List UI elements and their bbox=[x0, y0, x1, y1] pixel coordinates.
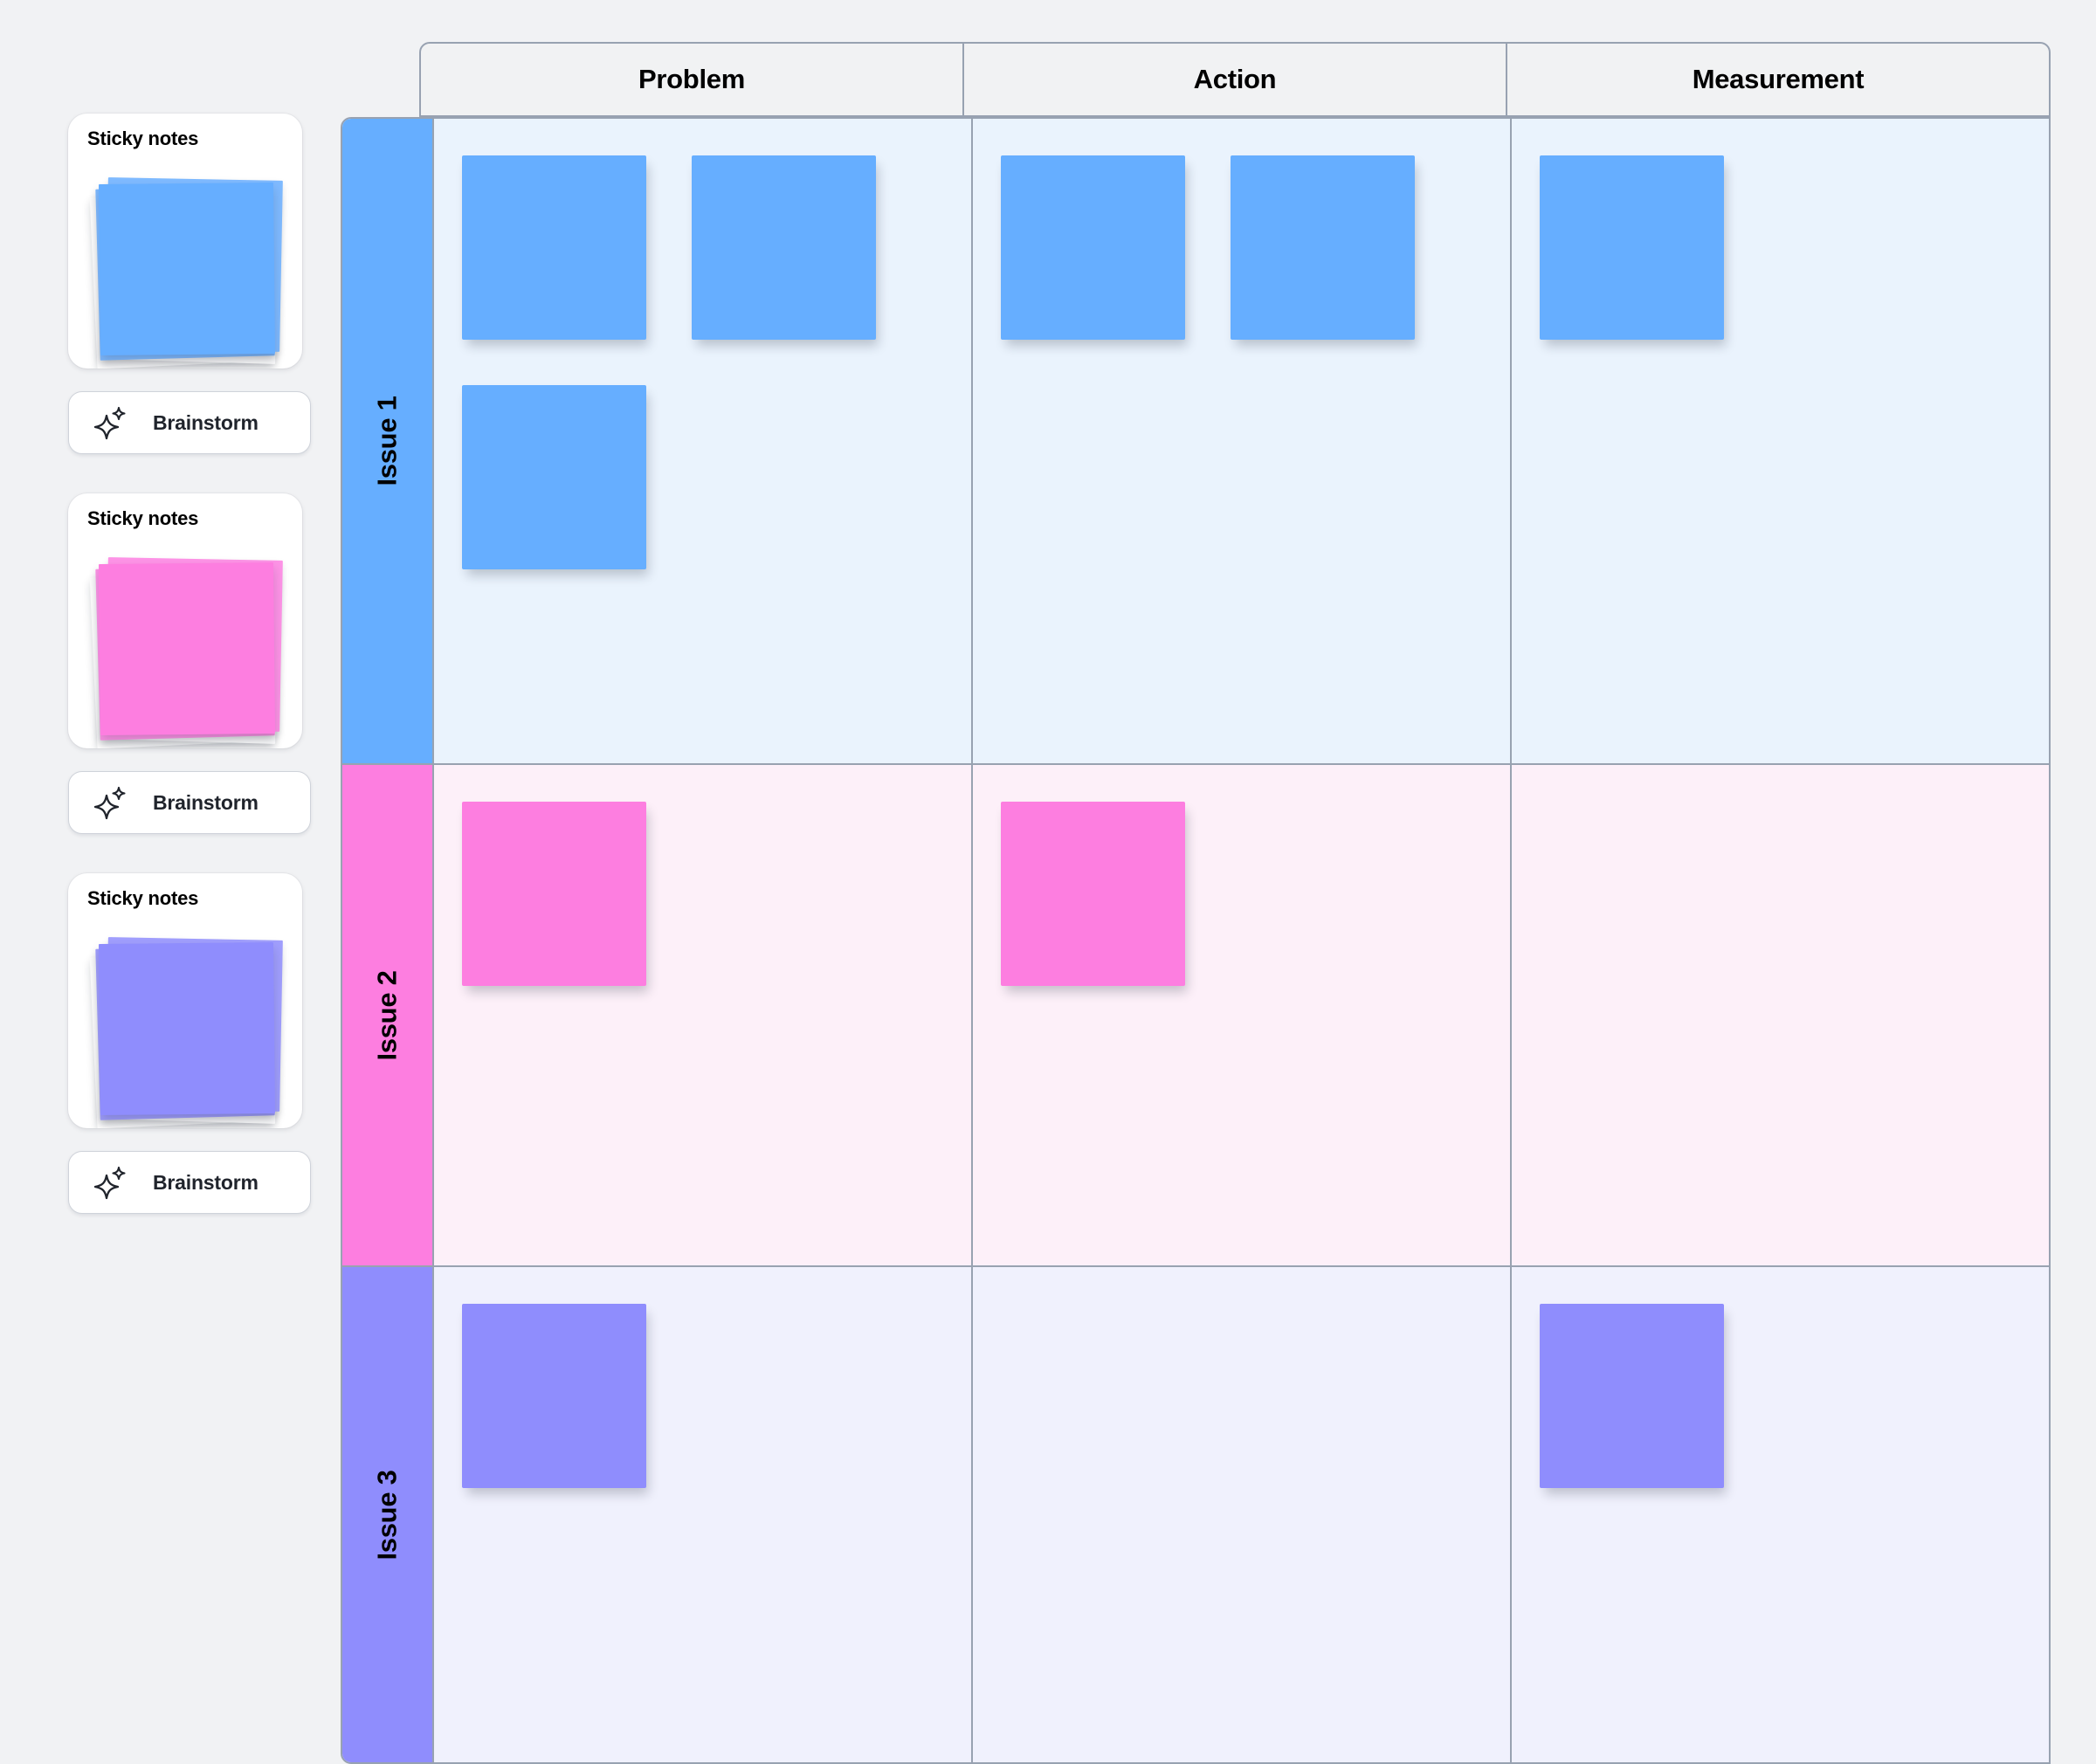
matrix-body: Issue 1 Issue 2 Issue 3 bbox=[341, 117, 2051, 1764]
matrix-column-header-1[interactable]: Problem bbox=[421, 44, 964, 115]
brainstorm-button-label: Brainstorm bbox=[153, 790, 259, 814]
sticky-note-layer-5 bbox=[98, 562, 276, 736]
sticky-notes-card-title: Sticky notes bbox=[87, 887, 199, 909]
sparkle-icon bbox=[93, 405, 128, 440]
matrix-cell-r2-c3[interactable] bbox=[1512, 765, 2049, 1265]
sticky-notes-card[interactable]: Sticky notes bbox=[68, 493, 302, 748]
sticky-notes-card-title: Sticky notes bbox=[87, 127, 199, 149]
matrix-row: Issue 3 bbox=[342, 1267, 2049, 1762]
matrix-column-header-label: Measurement bbox=[1692, 64, 1865, 94]
sticky-notes-card[interactable]: Sticky notes bbox=[68, 873, 302, 1128]
matrix-row: Issue 1 bbox=[342, 119, 2049, 765]
matrix-cell-r1-c3[interactable] bbox=[1512, 119, 2049, 763]
matrix-cell-r1-c1[interactable] bbox=[434, 119, 974, 763]
sticky-note[interactable] bbox=[462, 155, 647, 340]
row-label-2[interactable]: Issue 2 bbox=[342, 765, 435, 1265]
sticky-note[interactable] bbox=[1231, 155, 1416, 340]
sparkle-icon bbox=[93, 1165, 128, 1200]
brainstorm-button[interactable]: Brainstorm bbox=[68, 1151, 311, 1214]
row-label-text: Issue 1 bbox=[371, 396, 403, 486]
sticky-note[interactable] bbox=[1540, 1304, 1724, 1488]
sticky-notes-card[interactable]: Sticky notes bbox=[68, 114, 302, 369]
matrix-row-cells bbox=[434, 765, 2049, 1265]
sticky-note-layer-5 bbox=[98, 941, 276, 1116]
brainstorm-button-label: Brainstorm bbox=[153, 1170, 259, 1194]
matrix-column-header-label: Problem bbox=[638, 64, 745, 94]
matrix-cell-r3-c3[interactable] bbox=[1512, 1267, 2049, 1762]
sticky-note[interactable] bbox=[692, 155, 877, 340]
sticky-notes-card-title: Sticky notes bbox=[87, 507, 199, 529]
sticky-note[interactable] bbox=[1540, 155, 1724, 340]
sticky-notes-stack bbox=[89, 936, 283, 1128]
sticky-notes-stack bbox=[89, 556, 283, 748]
matrix-column-header-3[interactable]: Measurement bbox=[1507, 44, 2049, 115]
sticky-note[interactable] bbox=[462, 802, 647, 986]
sticky-note[interactable] bbox=[1001, 155, 1186, 340]
sticky-note-layer-5 bbox=[98, 182, 276, 356]
matrix-cell-r3-c2[interactable] bbox=[973, 1267, 1512, 1762]
brainstorm-button[interactable]: Brainstorm bbox=[68, 391, 311, 454]
matrix-column-headers: Problem Action Measurement bbox=[419, 42, 2051, 117]
sparkle-icon bbox=[93, 785, 128, 820]
matrix-row: Issue 2 bbox=[342, 765, 2049, 1267]
row-label-1[interactable]: Issue 1 bbox=[342, 119, 435, 763]
matrix-column-header-label: Action bbox=[1193, 64, 1277, 94]
brainstorm-button-label: Brainstorm bbox=[153, 410, 259, 434]
matrix-column-header-2[interactable]: Action bbox=[964, 44, 1507, 115]
sticky-note[interactable] bbox=[462, 385, 647, 569]
sticky-note[interactable] bbox=[1001, 802, 1186, 986]
sticky-note[interactable] bbox=[462, 1304, 647, 1488]
row-label-text: Issue 3 bbox=[371, 1469, 403, 1561]
row-label-3[interactable]: Issue 3 bbox=[342, 1267, 435, 1762]
matrix-cell-r1-c2[interactable] bbox=[973, 119, 1512, 763]
matrix-row-cells bbox=[434, 1267, 2049, 1762]
sticky-notes-stack bbox=[89, 176, 283, 369]
matrix-cell-r2-c1[interactable] bbox=[434, 765, 974, 1265]
matrix-cell-r3-c1[interactable] bbox=[434, 1267, 974, 1762]
brainstorm-button[interactable]: Brainstorm bbox=[68, 771, 311, 834]
matrix-cell-r2-c2[interactable] bbox=[973, 765, 1512, 1265]
matrix-row-cells bbox=[434, 119, 2049, 763]
row-label-text: Issue 2 bbox=[371, 969, 403, 1061]
